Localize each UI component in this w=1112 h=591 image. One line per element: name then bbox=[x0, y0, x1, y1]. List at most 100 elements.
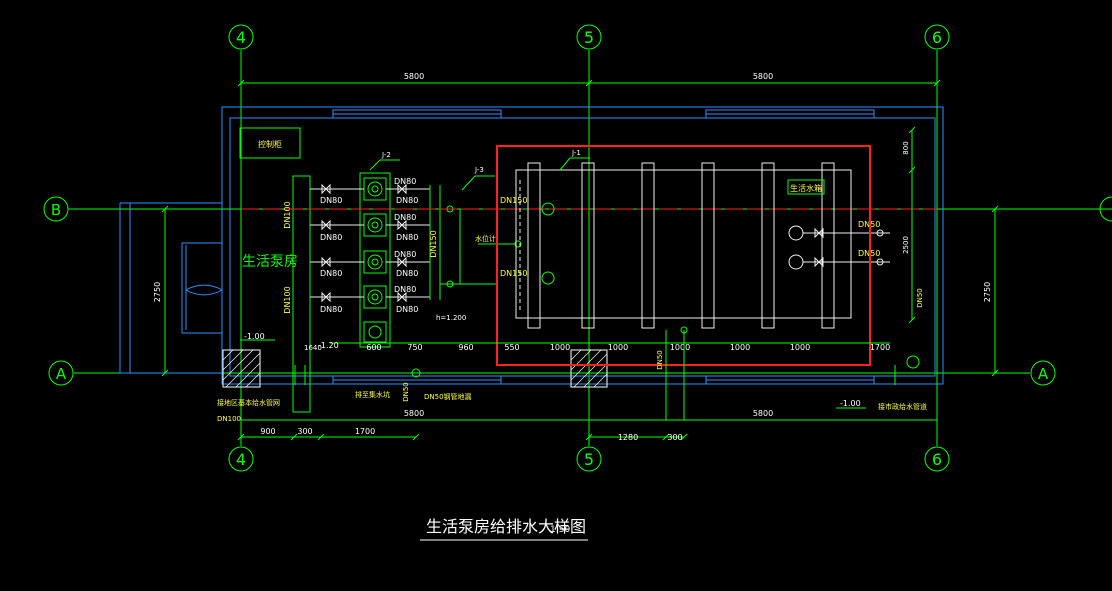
pump-group bbox=[310, 172, 430, 348]
hatched-column-left bbox=[222, 349, 261, 388]
svg-text:生活水箱: 生活水箱 bbox=[790, 183, 822, 193]
svg-text:控制柜: 控制柜 bbox=[258, 139, 282, 149]
axis-bubble-6-bottom: 6 bbox=[924, 446, 950, 472]
pump-outlet-header bbox=[429, 185, 441, 300]
svg-text:1000: 1000 bbox=[670, 343, 690, 352]
svg-text:960: 960 bbox=[458, 343, 473, 352]
svg-text:DN80: DN80 bbox=[320, 233, 342, 242]
svg-text:DN80: DN80 bbox=[320, 269, 342, 278]
svg-text:1700: 1700 bbox=[870, 343, 890, 352]
axis-bubble-4-bottom: 4 bbox=[228, 446, 254, 472]
dim-top-1: 5800 bbox=[404, 72, 424, 81]
bottom-pipes bbox=[290, 326, 920, 420]
header-pipes bbox=[292, 175, 311, 413]
dim-right-height: 2750 bbox=[983, 282, 992, 302]
svg-text:J-3: J-3 bbox=[474, 166, 484, 174]
svg-text:J-1: J-1 bbox=[571, 149, 581, 157]
axis-bubble-A-right: A bbox=[1030, 360, 1056, 386]
door bbox=[181, 242, 223, 334]
svg-text:1000: 1000 bbox=[550, 343, 570, 352]
label-bottom-right: 接市政给水管道 bbox=[878, 402, 927, 411]
svg-text:B: B bbox=[51, 201, 61, 219]
svg-text:DN80: DN80 bbox=[394, 213, 416, 222]
dim-right-800: 800 bbox=[902, 141, 910, 154]
right-inner-dimension bbox=[908, 126, 916, 324]
svg-text:1000: 1000 bbox=[608, 343, 628, 352]
dn150-label-1: DN150 bbox=[500, 196, 527, 205]
axis-bubble-6-top: 6 bbox=[924, 24, 950, 50]
svg-text:4: 4 bbox=[236, 28, 246, 47]
dim-top-2: 5800 bbox=[753, 72, 773, 81]
water-tank bbox=[515, 162, 852, 329]
svg-text:1000: 1000 bbox=[730, 343, 750, 352]
svg-text:J-2: J-2 bbox=[381, 151, 391, 159]
svg-text:1700: 1700 bbox=[355, 427, 375, 436]
elevation-right: -1.00 bbox=[836, 399, 866, 409]
svg-text:-1.00: -1.00 bbox=[840, 399, 861, 408]
svg-text:A: A bbox=[1038, 365, 1049, 383]
svg-text:DN80: DN80 bbox=[396, 269, 418, 278]
control-cabinet: 控制柜 bbox=[239, 127, 301, 159]
svg-text:750: 750 bbox=[407, 343, 422, 352]
axis-bubble-5-top: 5 bbox=[576, 24, 602, 50]
tank-inlet-2 bbox=[541, 271, 555, 285]
axis-bubble-A-left: A bbox=[48, 360, 74, 386]
svg-text:900: 900 bbox=[260, 427, 275, 436]
svg-text:6: 6 bbox=[932, 28, 942, 47]
drawing-title: 生活泵房给排水大样图 bbox=[426, 517, 586, 536]
svg-text:5800: 5800 bbox=[404, 409, 424, 418]
dim-right-dn50: DN50 bbox=[916, 288, 924, 308]
svg-text:5800: 5800 bbox=[753, 409, 773, 418]
label-dn50-vert: DN50 bbox=[656, 350, 664, 370]
tank-label: 生活水箱 bbox=[787, 179, 825, 195]
label-bottom-left: 接地区基本给水管网 bbox=[217, 398, 280, 407]
bottom-dimension-labels: 900 300 1700 1280 300 5800 5800 bbox=[260, 409, 773, 442]
elevation-left: -1.00 -1.20 bbox=[240, 332, 339, 350]
dim-right-2500: 2500 bbox=[902, 236, 910, 254]
svg-text:600: 600 bbox=[366, 343, 381, 352]
svg-text:DN80: DN80 bbox=[394, 250, 416, 259]
pump-room-label: 生活泵房 bbox=[242, 254, 298, 270]
label-height: h=1.200 bbox=[436, 314, 466, 322]
dim-1640: 1640 bbox=[304, 344, 322, 352]
svg-text:DN80: DN80 bbox=[396, 233, 418, 242]
dn150-label-2: DN150 bbox=[500, 269, 527, 278]
svg-text:300: 300 bbox=[667, 433, 682, 442]
svg-text:DN80: DN80 bbox=[394, 177, 416, 186]
svg-text:1000: 1000 bbox=[790, 343, 810, 352]
svg-text:5: 5 bbox=[584, 450, 594, 469]
label-water-level: 水位计 bbox=[475, 234, 496, 243]
tag-j3: J-3 bbox=[461, 166, 495, 191]
svg-text:5: 5 bbox=[584, 28, 594, 47]
svg-text:-1.00: -1.00 bbox=[244, 332, 265, 341]
drawing-scale: 1:50 bbox=[550, 525, 570, 535]
tag-j2: J-2 bbox=[369, 151, 400, 171]
label-dn50-small: DN50 bbox=[402, 382, 410, 402]
svg-text:-1.20: -1.20 bbox=[318, 341, 339, 350]
top-dimension bbox=[237, 79, 941, 87]
axis-bubble-4-top: 4 bbox=[228, 24, 254, 50]
svg-text:1280: 1280 bbox=[618, 433, 638, 442]
label-bottom-mid: 排至集水坑 bbox=[355, 390, 390, 399]
axis-bubble-B-left: B bbox=[43, 196, 69, 222]
svg-text:DN80: DN80 bbox=[320, 305, 342, 314]
dn80-labels: DN80 DN80 DN80 DN80 DN80 DN80 DN80 DN80 … bbox=[320, 177, 418, 314]
svg-text:DN80: DN80 bbox=[396, 305, 418, 314]
svg-text:DN80: DN80 bbox=[394, 285, 416, 294]
axis-bubble-5-bottom: 5 bbox=[576, 446, 602, 472]
svg-text:300: 300 bbox=[297, 427, 312, 436]
interior-dimension-labels: 600 750 960 550 1000 1000 1000 1000 1000… bbox=[366, 343, 890, 352]
axis-bubble-B-right-partial bbox=[1099, 196, 1112, 222]
bottom-dimensions bbox=[237, 419, 937, 441]
label-dn50-gauge: DN50钢管地漏 bbox=[424, 392, 472, 401]
right-valves bbox=[788, 225, 890, 270]
svg-text:6: 6 bbox=[932, 450, 942, 469]
tank-inlet-1 bbox=[541, 202, 555, 216]
dn100-label-1: DN100 bbox=[283, 201, 292, 228]
dim-left-height: 2750 bbox=[153, 282, 162, 302]
dn100-label-2: DN100 bbox=[283, 286, 292, 313]
tag-j1: J-1 bbox=[559, 149, 590, 171]
label-dn100-bottom: DN100 bbox=[217, 415, 241, 423]
